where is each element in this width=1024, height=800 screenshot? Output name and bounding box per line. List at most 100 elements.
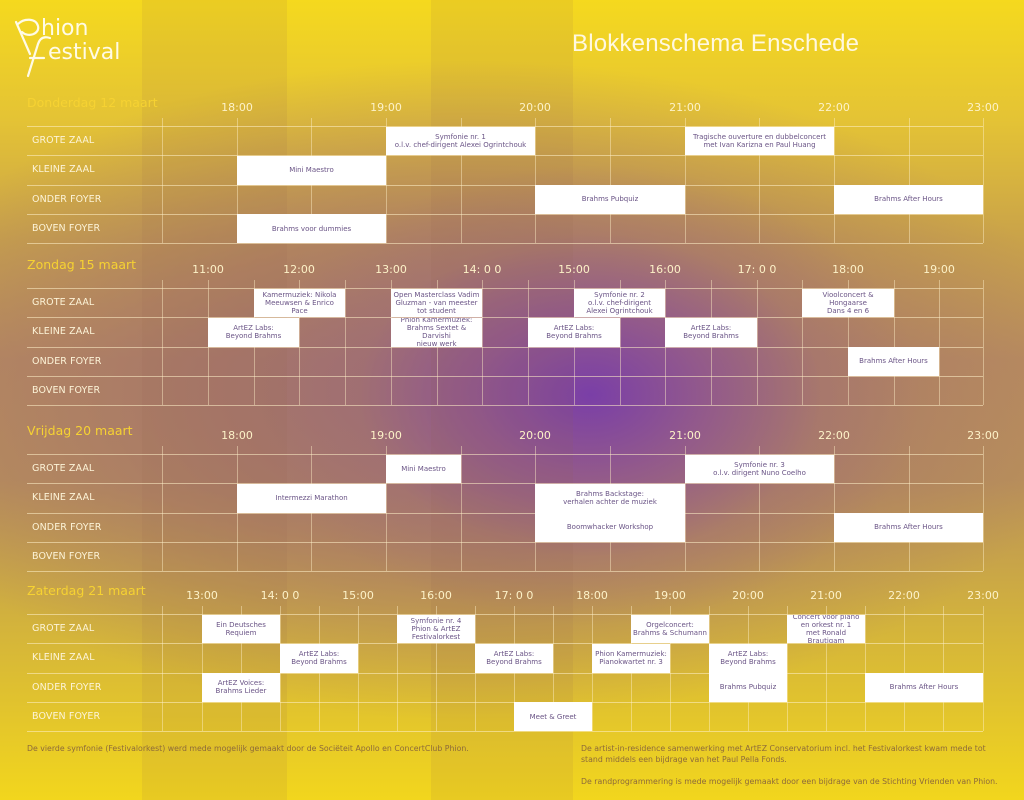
grid-line (802, 280, 803, 406)
grid-line (202, 606, 203, 732)
page-title: Blokkenschema Enschede (572, 30, 860, 57)
event-block[interactable]: Mini Maestro (237, 155, 386, 185)
event-block[interactable]: Symfonie nr. 3 o.l.v. dirigent Nuno Coel… (685, 454, 834, 484)
event-block[interactable]: Tragische ouverture en dubbelconcert met… (685, 126, 834, 156)
event-block[interactable]: Brahms After Hours (865, 673, 983, 702)
grid-line (27, 288, 983, 289)
time-label: 23:00 (967, 101, 999, 114)
grid-line (27, 731, 983, 733)
event-block[interactable]: Brahms voor dummies (237, 214, 386, 244)
grid-line (461, 118, 462, 244)
grid-line (848, 280, 849, 406)
grid-line (27, 243, 983, 245)
event-block[interactable]: Brahms After Hours (834, 185, 983, 214)
event-block[interactable]: Ein Deutsches Requiem (202, 614, 280, 644)
event-block[interactable]: ArtEZ Labs: Beyond Brahms (475, 643, 553, 673)
footer-note-right-1: De artist-in-residence samenwerking met … (581, 744, 986, 764)
event-block[interactable]: ArtEZ Labs: Beyond Brahms (208, 317, 299, 347)
grid-line (27, 454, 983, 455)
grid-line (482, 280, 483, 406)
grid-line (162, 280, 163, 406)
footer-note-right-2: De randprogrammering is mede mogelijk ge… (581, 777, 998, 786)
grid-line (386, 446, 387, 572)
event-block[interactable]: ArtEZ Voices: Brahms Lieder (202, 673, 280, 702)
time-label: 11:00 (192, 263, 224, 276)
event-block[interactable]: Brahms Backstage: verhalen achter de muz… (535, 483, 685, 513)
event-block[interactable]: Mini Maestro (386, 454, 461, 484)
event-block[interactable]: Vioolconcert & Hongaarse Dans 4 en 6 (802, 288, 894, 318)
logo-text-line1: hion (41, 16, 89, 41)
grid-line (162, 606, 163, 732)
time-label: 21:00 (669, 101, 701, 114)
logo-text-line2: estival (48, 40, 121, 65)
time-label: 23:00 (967, 429, 999, 442)
room-label: KLEINE ZAAL (32, 164, 95, 176)
event-block[interactable]: Brahms Pubquiz (535, 185, 685, 214)
room-label: KLEINE ZAAL (32, 652, 95, 664)
time-label: 17: 0 0 (737, 263, 777, 276)
grid-line (983, 280, 984, 406)
room-label: GROTE ZAAL (32, 623, 95, 634)
time-label: 12:00 (283, 263, 315, 276)
room-label: GROTE ZAAL (32, 297, 95, 308)
grid-line (834, 118, 835, 244)
event-block[interactable]: Brahms After Hours (848, 347, 939, 376)
event-block[interactable]: ArtEZ Labs: Beyond Brahms (709, 643, 787, 673)
time-label: 19:00 (923, 263, 955, 276)
grid-line (894, 280, 895, 406)
event-block[interactable]: Boomwhacker Workshop (535, 513, 685, 542)
room-label: KLEINE ZAAL (32, 492, 95, 504)
phion-festival-logo: hion estival (14, 14, 144, 84)
event-block[interactable]: Phion Kamermuziek: Brahms Sextet & Darvi… (391, 317, 482, 347)
grid-line (27, 571, 983, 573)
time-label: 17: 0 0 (494, 589, 534, 602)
grid-line (397, 606, 398, 732)
event-block[interactable]: Phion Kamermuziek: Pianokwartet nr. 3 (592, 643, 670, 673)
day-label: Zaterdag 21 maart (27, 583, 146, 598)
grid-line (241, 606, 242, 732)
event-block[interactable]: Symfonie nr. 1 o.l.v. chef-dirigent Alex… (386, 126, 535, 156)
grid-line (685, 446, 686, 572)
grid-line (436, 606, 437, 732)
grid-line (27, 672, 983, 674)
time-label: 14: 0 0 (462, 263, 502, 276)
time-label: 18:00 (221, 101, 253, 114)
room-label: BOVEN FOYER (32, 710, 101, 722)
event-block[interactable]: Symfonie nr. 2 o.l.v. chef-dirigent Alex… (574, 288, 665, 318)
grid-line (27, 184, 983, 186)
grid-line (834, 446, 835, 572)
background-stripe (142, 0, 287, 800)
grid-line (620, 280, 621, 406)
grid-line (345, 280, 346, 406)
time-label: 15:00 (558, 263, 590, 276)
grid-line (27, 405, 983, 407)
event-block[interactable]: ArtEZ Labs: Beyond Brahms (528, 317, 620, 347)
time-label: 19:00 (370, 101, 402, 114)
event-block[interactable]: ArtEZ Labs: Beyond Brahms (280, 643, 358, 673)
event-block[interactable]: Orgelconcert: Brahms & Schumann (631, 614, 709, 644)
event-block[interactable]: Meet & Greet (514, 702, 592, 732)
event-block[interactable]: Kamermuziek: Nikola Meeuwsen & Enrico Pa… (254, 288, 345, 318)
logo-mark-icon (14, 18, 52, 78)
time-label: 21:00 (669, 429, 701, 442)
time-label: 21:00 (810, 589, 842, 602)
time-label: 19:00 (654, 589, 686, 602)
event-block[interactable]: Intermezzi Marathon (237, 483, 386, 513)
time-label: 13:00 (186, 589, 218, 602)
grid-line (983, 118, 984, 244)
event-block[interactable]: Symfonie nr. 4 Phion & ArtEZ Festivalork… (397, 614, 475, 644)
event-block[interactable]: Brahms After Hours (834, 513, 983, 542)
event-block[interactable]: ArtEZ Labs: Beyond Brahms (665, 317, 757, 347)
event-block[interactable]: Open Masterclass Vadim Gluzman - van mee… (391, 288, 482, 318)
room-label: ONDER FOYER (32, 521, 102, 533)
time-label: 19:00 (370, 429, 402, 442)
time-label: 16:00 (649, 263, 681, 276)
grid-line (983, 606, 984, 732)
day-label: Vrijdag 20 maart (27, 423, 133, 438)
event-block[interactable]: Brahms Pubquiz (709, 673, 787, 702)
room-label: BOVEN FOYER (32, 222, 101, 234)
time-label: 15:00 (342, 589, 374, 602)
grid-line (535, 118, 536, 244)
event-block[interactable]: Concert voor piano en orkest nr. 1 met R… (787, 614, 865, 644)
grid-line (27, 483, 983, 485)
